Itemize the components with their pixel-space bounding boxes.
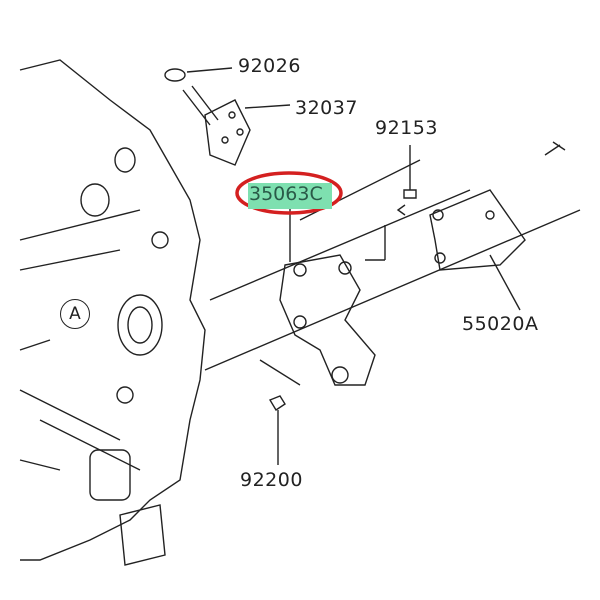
part-32037-plate	[204, 99, 251, 166]
part-92200-nut	[268, 395, 286, 411]
highlight-ellipse	[235, 171, 343, 215]
engine-bearing-hole	[117, 294, 163, 356]
label-92153[interactable]: 92153	[375, 117, 438, 139]
label-55020A[interactable]: 55020A	[462, 313, 539, 335]
engine-case	[19, 59, 206, 561]
part-55020A-plate	[429, 189, 526, 271]
label-92026[interactable]: 92026	[238, 55, 301, 77]
label-92200[interactable]: 92200	[240, 469, 303, 491]
part-32037-bolt	[182, 85, 219, 126]
reference-marker-A: A	[60, 299, 90, 329]
label-35063C[interactable]: 35063C	[249, 183, 323, 205]
part-92026-ring	[164, 68, 186, 82]
label-32037[interactable]: 32037	[295, 97, 358, 119]
highlight-marker	[248, 183, 332, 209]
part-35063C-bracket	[279, 254, 376, 386]
